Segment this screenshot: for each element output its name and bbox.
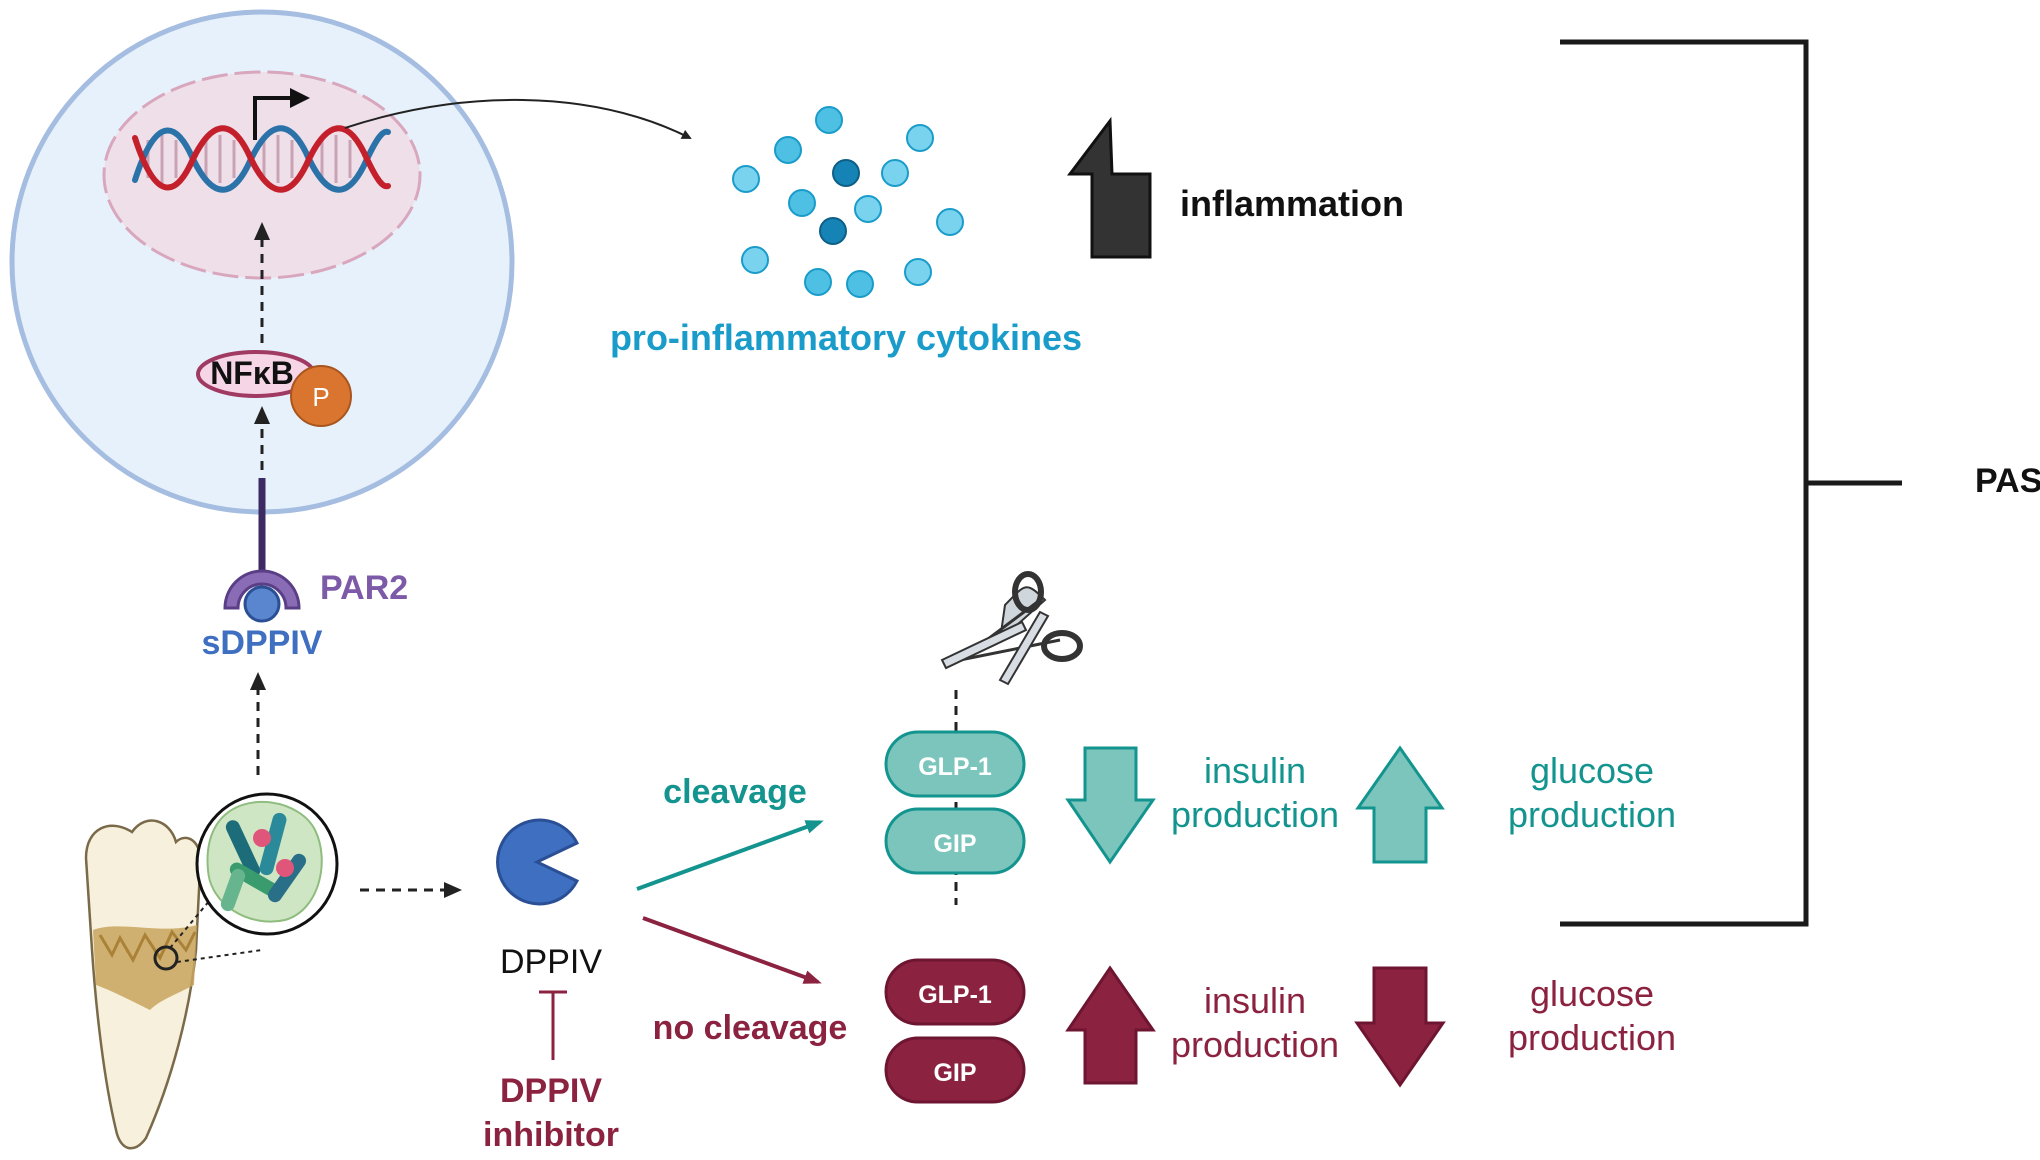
scissors-icon: [940, 571, 1083, 686]
glucose-bottom-line2: production: [1508, 1017, 1676, 1058]
gip-top-label: GIP: [933, 830, 976, 858]
glp1-bottom-label: GLP-1: [918, 981, 992, 1009]
par2-label: PAR2: [320, 569, 408, 607]
inhibition-bar-icon: [539, 990, 567, 1060]
dna-icon: [132, 125, 391, 193]
glp1-cleaved-pill: [884, 730, 1026, 798]
dppiv-label: DPPIV: [500, 943, 602, 981]
dashed-arrow-nfkb-to-dna: [254, 222, 270, 343]
cytokine-dots-icon: [732, 106, 964, 298]
insulin-up-arrow-icon: [1065, 965, 1156, 1085]
glucose-top-line2: production: [1508, 794, 1676, 835]
glucose-bottom-line1: glucose: [1530, 973, 1654, 1014]
insulin-top-line1: insulin: [1204, 750, 1306, 791]
glucose-top-line1: glucose: [1530, 750, 1654, 791]
transcription-arrow-icon: [253, 88, 310, 140]
zoom-line-1: [169, 899, 211, 949]
glp1-intact-pill: [884, 958, 1026, 1026]
cleavage-arrow: [636, 820, 824, 891]
pro-inflammatory-cytokines-label: pro-inflammatory cytokines: [610, 317, 1082, 358]
cleavage-label: cleavage: [663, 773, 807, 811]
glucose-up-arrow-icon: [1355, 745, 1445, 864]
pasc-label: PASC: [1975, 462, 2040, 500]
curved-arrow-to-cytokines: [344, 99, 692, 139]
nfkb-node: P NFκB: [196, 350, 352, 427]
pasc-bracket: [1560, 39, 1902, 927]
nfkb-label: NFκB: [210, 355, 294, 391]
dashed-arrow-tooth-to-sdppiv: [250, 672, 266, 775]
gip-intact-pill: [884, 1036, 1026, 1104]
gip-bottom-label: GIP: [933, 1059, 976, 1087]
glp1-top-label: GLP-1: [918, 753, 992, 781]
no-cleavage-label: no cleavage: [653, 1009, 848, 1047]
tooth-icon: [84, 819, 202, 1150]
bacteria-biofilm-icon: [195, 792, 339, 936]
insulin-down-arrow-icon: [1065, 746, 1156, 865]
insulin-bottom-line2: production: [1171, 1024, 1339, 1065]
dashed-arrow-receptor-to-nfkb: [254, 406, 270, 470]
inflammation-label: inflammation: [1180, 183, 1404, 224]
pacman-enzyme-icon: [496, 818, 580, 906]
insulin-top-line2: production: [1171, 794, 1339, 835]
sdppiv-label: sDPPIV: [202, 624, 323, 662]
dppiv-inhibitor-line1: DPPIV: [500, 1072, 602, 1110]
glucose-down-arrow-icon: [1354, 966, 1446, 1088]
receptor-icon: [223, 478, 301, 623]
zoom-line-2: [176, 949, 263, 963]
inflammation-up-arrow-icon: [1066, 116, 1152, 259]
phospho-label: P: [312, 382, 329, 412]
no-cleavage-arrow: [642, 916, 822, 984]
dppiv-inhibitor-line2: inhibitor: [483, 1116, 619, 1154]
dashed-arrow-tooth-to-dppiv: [360, 882, 462, 898]
gip-cleaved-pill: [884, 807, 1026, 875]
insulin-bottom-line1: insulin: [1204, 980, 1306, 1021]
